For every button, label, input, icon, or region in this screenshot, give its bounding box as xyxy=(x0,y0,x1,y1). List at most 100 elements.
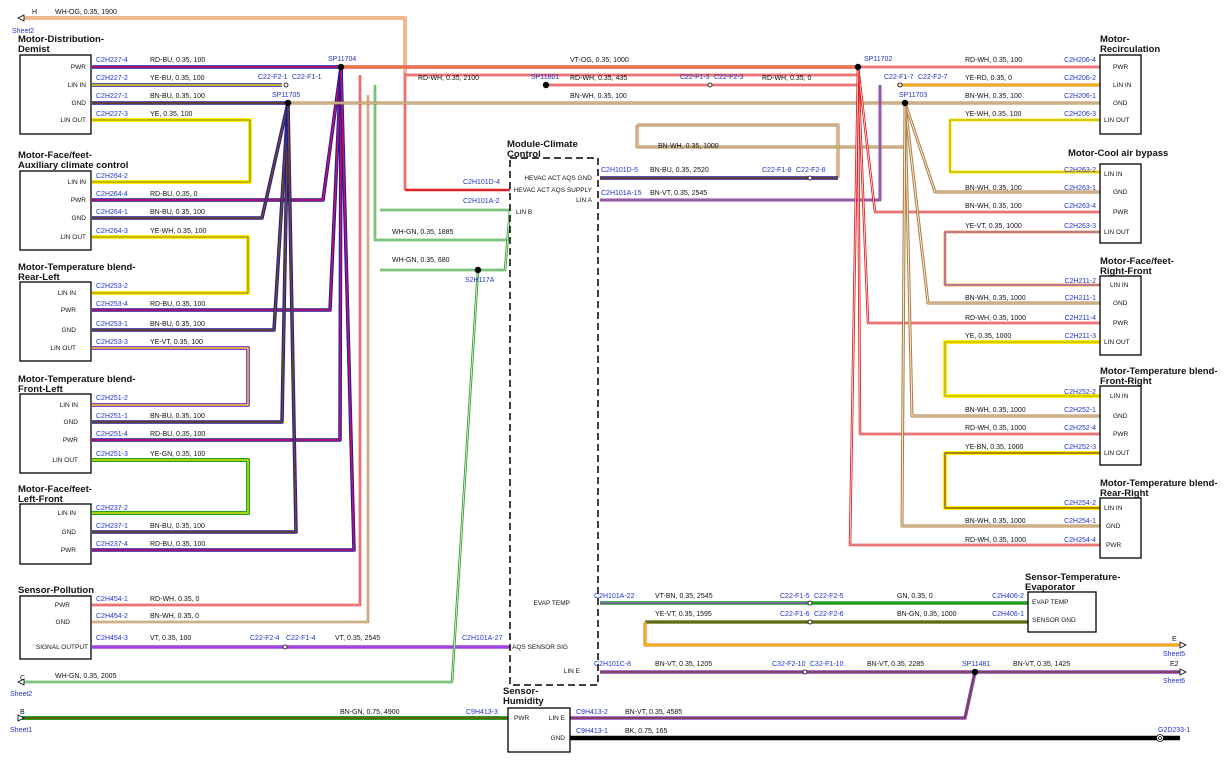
box-temp-rear-right xyxy=(1099,497,1142,559)
connector-id: C2H253-3 xyxy=(96,339,128,346)
sheet-ref: H xyxy=(32,9,37,16)
box-temp-front-left xyxy=(19,393,92,474)
wire-spec: RD-WH, 0.35, 2100 xyxy=(418,75,479,82)
sheet-ref: Sheet6 xyxy=(1163,678,1185,685)
wire-spec: RD-BU, 0.35, 100 xyxy=(150,431,205,438)
pin-label: LIN IN xyxy=(1113,82,1132,89)
title-evaporator-2: Evaporator xyxy=(1025,582,1075,593)
connector-id: C2H101A-15 xyxy=(601,190,642,197)
wire-spec: BN-WH, 0.35, 100 xyxy=(570,93,627,100)
pin-label: LIN OUT xyxy=(1104,229,1130,236)
sheet-ref: Sheet2 xyxy=(10,691,32,698)
splice-label: SP11481 xyxy=(962,661,990,668)
connector-id: C2H263-2 xyxy=(1064,167,1096,174)
connector-id: C2H253-2 xyxy=(96,283,128,290)
pin-label: LIN IN xyxy=(68,179,87,186)
pin-label: LIN IN xyxy=(1110,393,1129,400)
connector-id: C2H264-3 xyxy=(96,228,128,235)
wire-spec: BN-BU, 0.35, 100 xyxy=(150,209,205,216)
pin-label: GND xyxy=(62,529,77,536)
pin-label: LIN IN xyxy=(58,510,77,517)
wires xyxy=(22,16,1180,741)
pin-label: GND xyxy=(551,735,566,742)
wire-spec: VT-BN, 0.35, 2545 xyxy=(655,593,713,600)
splice-sp11702 xyxy=(854,63,862,71)
pin-label: GND xyxy=(1113,413,1128,420)
connector-id: C2H206-4 xyxy=(1064,57,1096,64)
connector-id: C2H227-3 xyxy=(96,111,128,118)
pin-label: LIN IN xyxy=(1104,171,1123,178)
wire-spec: BN-WH, 0.35, 1000 xyxy=(965,295,1026,302)
title-humidity-1: Sensor- xyxy=(503,686,538,697)
wire-spec: BN-WH, 0.35, 1000 xyxy=(965,407,1026,414)
wire-spec: VT, 0.35, 2545 xyxy=(335,635,380,642)
connector-id: C2H263-1 xyxy=(1064,185,1096,192)
box-distribution xyxy=(19,54,92,135)
connector-id: C32-F1-10 xyxy=(810,661,844,668)
connector-id: C2H101A-22 xyxy=(594,593,635,600)
box-evaporator xyxy=(1027,591,1097,633)
connector-id: C2H254-1 xyxy=(1064,518,1096,525)
connector-id: C2H237-1 xyxy=(96,523,128,530)
title-humidity-2: Humidity xyxy=(503,696,544,707)
title-face-aux-2: Auxiliary climate control xyxy=(18,160,128,171)
wire-spec: WH-GN, 0.35, 680 xyxy=(392,257,450,264)
wire-spec: YE-VT, 0.35, 1000 xyxy=(965,223,1022,230)
connector-id: C9H413-2 xyxy=(576,709,608,716)
wire-spec: BN-WH, 0.35, 100 xyxy=(965,93,1022,100)
connector-id: C2H101D-5 xyxy=(601,167,638,174)
connector-id: C2H264-1 xyxy=(96,209,128,216)
connector-id: C2H211-2 xyxy=(1065,278,1096,285)
connector-id: C2H251-3 xyxy=(96,451,128,458)
wire-spec: GN, 0.35, 0 xyxy=(897,593,933,600)
wire-spec: BN-BU, 0.35, 100 xyxy=(150,321,205,328)
pin-label: GND xyxy=(64,419,79,426)
title-cool-bypass: Motor-Cool air bypass xyxy=(1068,148,1168,159)
wire-spec: YE-VT, 0.35, 100 xyxy=(150,339,203,346)
wire-spec: YE-BN, 0.35, 1000 xyxy=(965,444,1023,451)
connector-id: C2H454-3 xyxy=(96,635,128,642)
pin-label: PWR xyxy=(55,602,70,609)
title-climate-2: Control xyxy=(507,149,541,160)
wire-spec: BN-WH, 0.35, 100 xyxy=(965,185,1022,192)
pin-label: LIN OUT xyxy=(60,234,86,241)
connector-id: C2H406-2 xyxy=(992,593,1024,600)
connector-id: C2H264-4 xyxy=(96,191,128,198)
wire-spec: RD-BU, 0.35, 100 xyxy=(150,301,205,308)
splice-label: SP11704 xyxy=(328,56,356,63)
title-face-left-front-1: Motor-Face/feet- xyxy=(18,484,92,495)
connector-id: C2H227-2 xyxy=(96,75,128,82)
connector-id: C2H227-1 xyxy=(96,93,128,100)
wire-spec: VT, 0.35, 100 xyxy=(150,635,191,642)
wire-spec: RD-WH, 0.35, 1000 xyxy=(965,537,1026,544)
pin-label: PWR xyxy=(71,64,86,71)
pin-label: LIN IN xyxy=(1110,282,1129,289)
connector-id: C2H406-1 xyxy=(992,611,1024,618)
connector-id: C9H413-1 xyxy=(576,728,608,735)
connector-id: C2H253-4 xyxy=(96,301,128,308)
splice-sp11481 xyxy=(971,668,979,676)
wire-spec: BN-BU, 0.35, 2520 xyxy=(650,167,709,174)
title-recirc-1: Motor- xyxy=(1100,34,1130,45)
wire-spec: BN-WH, 0.35, 1000 xyxy=(658,143,719,150)
wire-spec: BN-VT, 0.35, 2285 xyxy=(867,661,924,668)
connector-id: C22-F1-8 xyxy=(762,167,792,174)
wire-spec: WH-GN, 0.35, 1885 xyxy=(392,229,454,236)
splice-s2h117a xyxy=(474,266,482,274)
connector-id: C22-F2-8 xyxy=(796,167,826,174)
pin-label: GND xyxy=(56,619,71,626)
wire-spec: BN-VT, 0.35, 1425 xyxy=(1013,661,1070,668)
wire-spec: RD-WH, 0.35, 0 xyxy=(150,596,200,603)
pin-label: SIGNAL OUTPUT xyxy=(36,644,88,651)
box-pollution xyxy=(19,595,92,660)
connector-id: C2H252-1 xyxy=(1064,407,1096,414)
connector-id: C2H251-1 xyxy=(96,413,128,420)
title-distribution-2: Demist xyxy=(18,44,51,55)
connector-id: C22-F2-6 xyxy=(814,611,844,618)
connector-id: C2H252-4 xyxy=(1064,425,1096,432)
connector-id: C22-F2-1 xyxy=(258,74,288,81)
splice-label: SP11801 xyxy=(531,74,559,81)
pin-label: LIN A xyxy=(576,197,593,204)
sheet-ref: Sheet1 xyxy=(10,727,32,734)
pin-label: PWR xyxy=(1113,209,1128,216)
